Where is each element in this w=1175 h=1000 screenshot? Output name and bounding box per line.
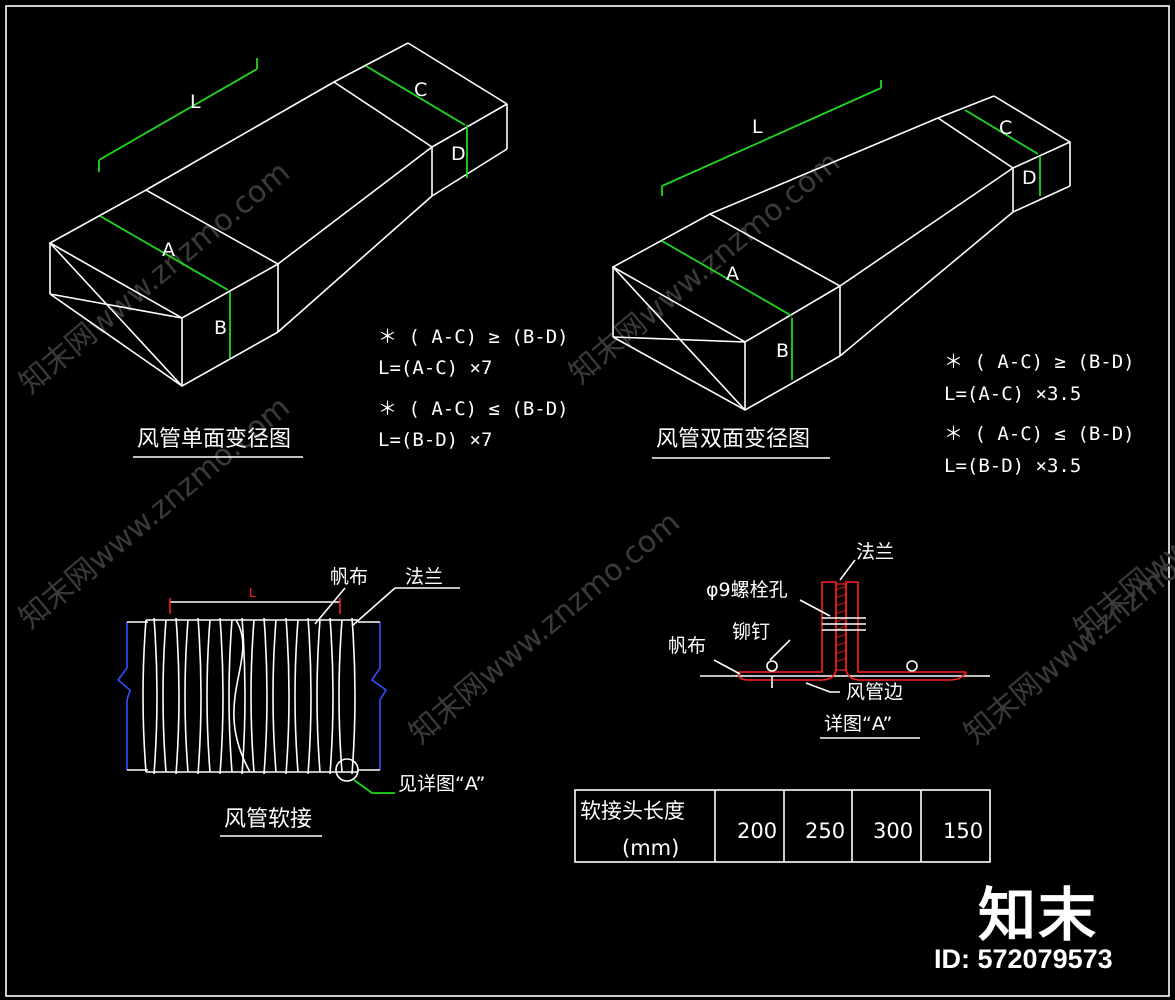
formula-line: L=(A-C) ×3.5 bbox=[944, 383, 1081, 405]
table-cell: 200 bbox=[737, 819, 777, 843]
label-A: A bbox=[726, 263, 739, 285]
label-flange: 法兰 bbox=[856, 541, 894, 563]
watermark-text: 知末网www.znzmo.com bbox=[563, 145, 847, 391]
label-bolt-hole: φ9螺栓孔 bbox=[706, 579, 788, 601]
label-duct-edge: 风管边 bbox=[846, 681, 903, 703]
formula-line: ＊ ( A-C) ≥ (B-D) bbox=[378, 326, 569, 348]
label-canvas: 帆布 bbox=[668, 635, 706, 657]
formula-line: ＊ ( A-C) ≤ (B-D) bbox=[378, 398, 569, 420]
table-cell: 150 bbox=[943, 819, 983, 843]
label-C: C bbox=[414, 79, 427, 101]
single-side-transition-drawing: L A B C D 风管单面变径图 ＊ ( A-C) ≥ (B-D) L=(A-… bbox=[48, 42, 569, 458]
double-side-transition-drawing: L A B C D 风管双面变径图 ＊ ( A-C) ≥ (B-D) L=(A-… bbox=[611, 80, 1135, 477]
watermark-text: 知末网www.znzmo.com bbox=[958, 505, 1175, 751]
formula-line: L=(B-D) ×7 bbox=[378, 429, 492, 451]
label-flange: 法兰 bbox=[405, 566, 443, 588]
label-B: B bbox=[776, 340, 789, 362]
formula-line: L=(B-D) ×3.5 bbox=[944, 455, 1081, 477]
caption-single-side: 风管单面变径图 bbox=[137, 427, 291, 452]
length-table: 软接头长度 (mm) 200 250 300 150 bbox=[574, 789, 991, 863]
label-canvas: 帆布 bbox=[330, 566, 368, 588]
label-L: L bbox=[752, 116, 763, 138]
formula-line: L=(A-C) ×7 bbox=[378, 357, 492, 379]
table-header: 软接头长度 bbox=[580, 799, 685, 823]
label-rivet: 铆钉 bbox=[732, 621, 770, 643]
flexible-joint-drawing: L 帆布 法兰 见详图“A” 风管软接 bbox=[116, 566, 485, 837]
label-length: L bbox=[249, 586, 256, 600]
label-B: B bbox=[214, 317, 227, 339]
watermark-id: ID: 572079573 bbox=[934, 944, 1113, 974]
label-D: D bbox=[1022, 167, 1037, 189]
label-see-detail: 见详图“A” bbox=[398, 773, 485, 795]
table-cell: 300 bbox=[873, 819, 913, 843]
caption-double-side: 风管双面变径图 bbox=[656, 427, 810, 452]
table-cell: 250 bbox=[805, 819, 845, 843]
detail-a-drawing: 法兰 φ9螺栓孔 铆钉 帆布 风管边 详图“A” bbox=[668, 541, 990, 739]
caption-flexible-joint: 风管软接 bbox=[224, 807, 312, 832]
table-unit: (mm) bbox=[622, 836, 679, 860]
label-D: D bbox=[451, 143, 466, 165]
label-L: L bbox=[190, 91, 201, 113]
watermark-text: 知末网www.znzmo.com bbox=[403, 505, 687, 751]
formula-line: ＊ ( A-C) ≥ (B-D) bbox=[944, 351, 1135, 373]
watermark-logo: 知末 bbox=[978, 881, 1099, 949]
label-C: C bbox=[999, 117, 1012, 139]
formula-line: ＊ ( A-C) ≤ (B-D) bbox=[944, 423, 1135, 445]
label-A: A bbox=[162, 239, 175, 261]
drawing-frame bbox=[5, 5, 1170, 997]
caption-detail-a: 详图“A” bbox=[824, 713, 892, 735]
